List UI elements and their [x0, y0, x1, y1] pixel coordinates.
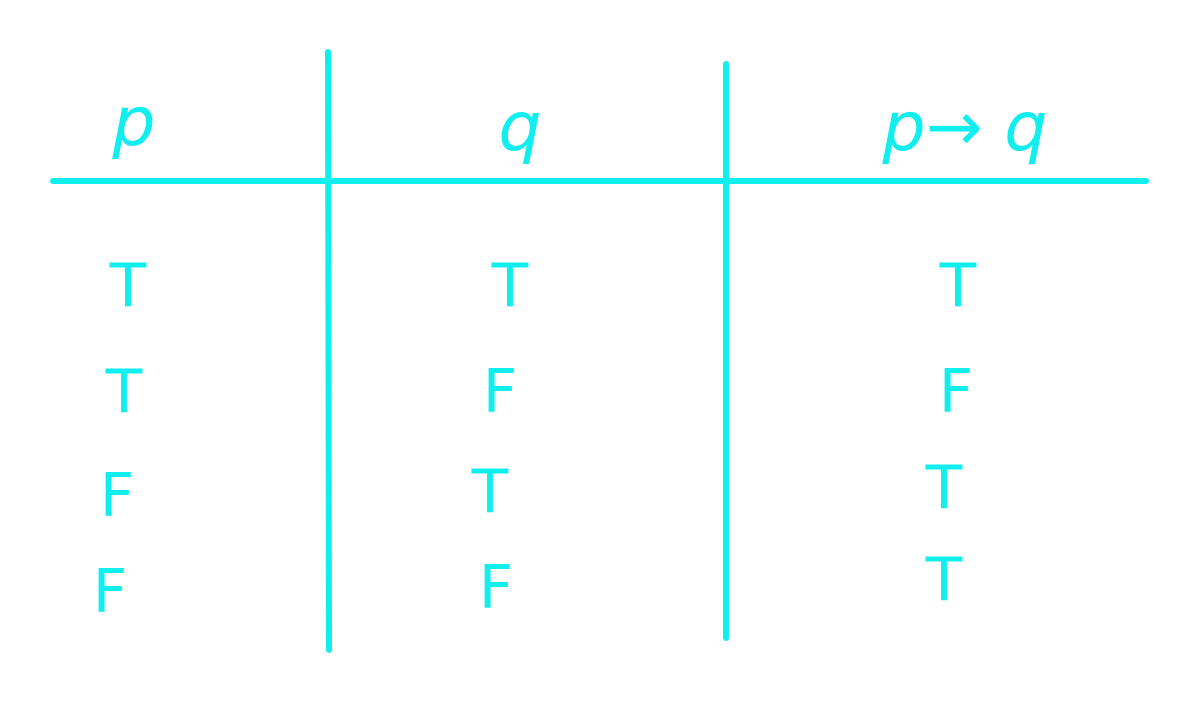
cell-r1-pq: T: [939, 251, 977, 321]
cell-r4-pq: T: [925, 545, 963, 615]
header-p: p: [111, 83, 155, 162]
header-q: q: [498, 88, 541, 167]
cell-r4-p: F: [93, 557, 128, 627]
cell-r2-pq: F: [939, 357, 974, 427]
cell-r3-p: F: [100, 461, 135, 531]
cell-r1-q: T: [491, 251, 529, 321]
column-divider-1: [325, 49, 332, 653]
header-p-implies-q: p→ q: [882, 88, 1048, 167]
cell-r2-q: F: [483, 357, 518, 427]
cell-r3-pq: T: [925, 453, 963, 523]
cell-r2-p: T: [105, 357, 143, 427]
cell-r3-q: T: [471, 457, 509, 527]
cell-r4-q: F: [479, 553, 514, 623]
cell-r1-p: T: [109, 251, 147, 321]
